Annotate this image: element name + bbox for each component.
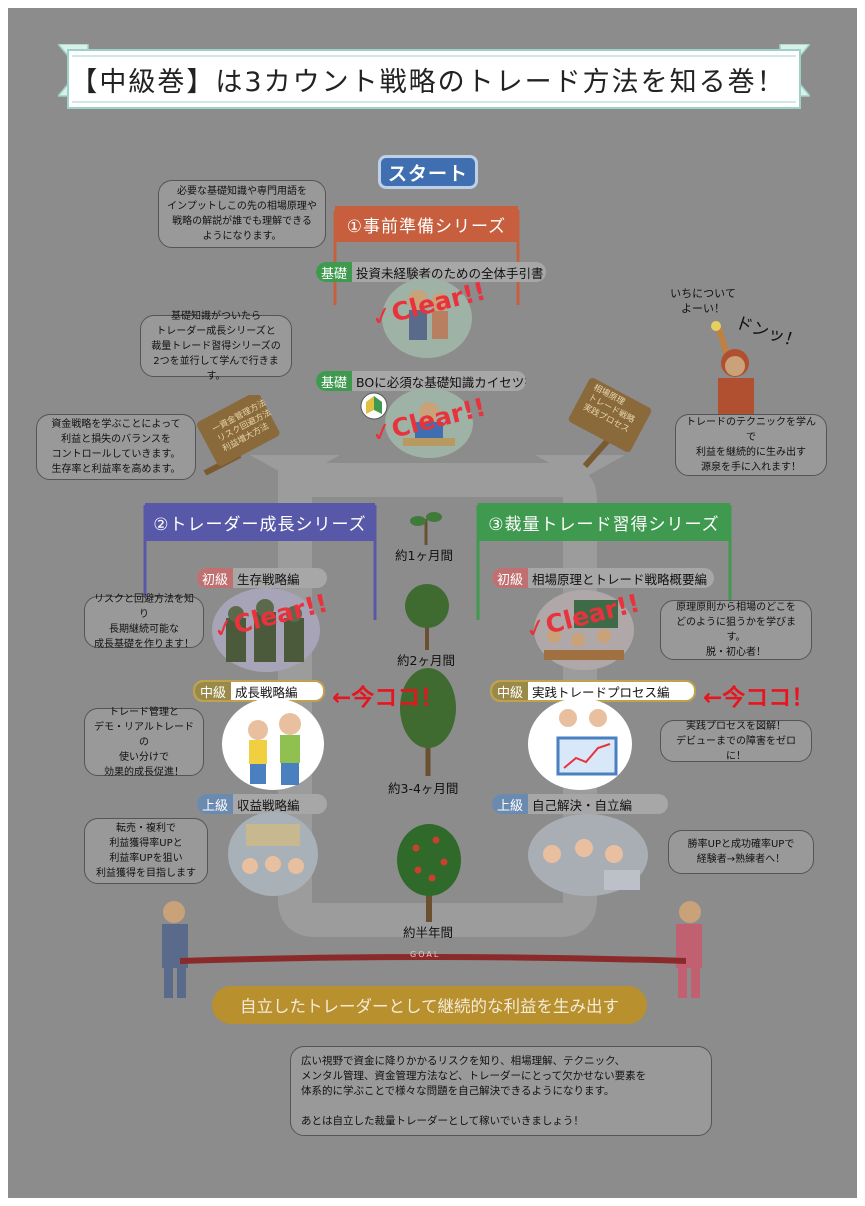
bubble-basics-done: 基礎知識がついたら トレーダー成長シリーズと 裁量トレード習得シリーズの 2つを…	[140, 311, 292, 382]
beginner-mark-icon	[360, 392, 388, 420]
growth-series-header: ②トレーダー成長シリーズ	[145, 503, 375, 541]
level-tag: 初級	[197, 568, 234, 588]
level-tag: 基礎	[316, 262, 353, 282]
tree-icon-fruit	[397, 824, 461, 922]
level-text: 収益戦略編	[237, 797, 300, 813]
goal-tape	[180, 954, 686, 964]
level-basic-2: 基礎 BOに必須な基礎知識カイセツ書	[316, 371, 526, 391]
growth-series-title: ②トレーダー成長シリーズ	[153, 514, 367, 535]
now-here-discretion: ←今ココ！	[703, 685, 815, 711]
people-illustration	[242, 824, 304, 874]
level-tag: 上級	[492, 794, 529, 814]
prep-series-header: ①事前準備シリーズ	[335, 206, 518, 242]
level-text: 実践トレードプロセス編	[532, 684, 670, 700]
illustration-profit	[228, 812, 318, 896]
illustration-growth-active	[222, 698, 324, 790]
discretion-series-header: ③裁量トレード習得シリーズ	[478, 503, 730, 541]
people-illustration	[403, 402, 455, 446]
tree-icon-grown	[400, 668, 456, 776]
goal-result-text: 自立したトレーダーとして継続的な利益を生み出す	[239, 997, 619, 1016]
level-tag: 中級	[195, 682, 232, 700]
level-growth-beginner: 初級 生存戦略編	[197, 568, 327, 588]
illustration-classroom	[534, 590, 634, 670]
goal-tape-label: GOAL	[410, 950, 441, 959]
bubble-intro: 必要な基礎知識や専門用語を インプットしこの先の相場原理や 戦略の解説が誰でも理…	[158, 180, 326, 248]
illustration-beginners	[382, 278, 472, 358]
flow-path-bottom	[278, 898, 597, 937]
period-3: 約3-4ヶ月間	[388, 781, 459, 796]
illustration-process-active	[528, 698, 632, 790]
bubble-money-management: 資金戦略を学ぶことによって 利益と損失のバランスを コントロールしていきます。 …	[36, 414, 196, 480]
starter-character	[711, 321, 754, 418]
level-text: 生存戦略編	[237, 571, 300, 587]
level-text: 成長戦略編	[235, 684, 298, 700]
bubble-resale: 転売・複利で 利益獲得率UPと 利益率UPを狙い 利益獲得を目指します	[84, 818, 208, 884]
bubble-process: 実践プロセスを図解！ デビューまでの障害をゼロに！	[660, 720, 812, 762]
level-text: 投資未経験者のための全体手引書	[356, 265, 544, 281]
start-badge: スタート	[378, 155, 478, 189]
people-illustration	[556, 709, 618, 776]
level-disc-beginner: 初級 相場原理とトレード戦略概要編	[492, 568, 714, 588]
tree-icon-sprout	[410, 512, 442, 545]
period-4: 約半年間	[403, 925, 454, 940]
sign-board-right	[568, 378, 652, 468]
bubble-trade-management: トレード管理と デモ・リアルトレードの 使い分けで 効果的成長促進！	[84, 707, 204, 778]
illustration-self-solve	[528, 814, 648, 896]
people-illustration	[408, 290, 449, 340]
character-line-1: いちについて よーい！	[670, 287, 736, 315]
level-text: 相場原理とトレード戦略概要編	[532, 571, 708, 587]
people-illustration	[248, 713, 301, 785]
discretion-series-title: ③裁量トレード習得シリーズ	[488, 514, 720, 535]
now-here-growth: ←今ココ！	[332, 685, 444, 711]
level-text: 自己解決・自立編	[532, 797, 633, 813]
illustration-study	[385, 388, 473, 458]
level-tag: 初級	[492, 568, 529, 588]
period-2: 約2ヶ月間	[397, 653, 455, 668]
banner-title: 【中級巻】は3カウント戦略のトレード方法を知る巻！	[70, 66, 786, 98]
prep-series-title: ①事前準備シリーズ	[346, 216, 507, 237]
bubble-technique: トレードのテクニックを学んで 利益を継続的に生み出す 源泉を手に入れます！	[675, 414, 827, 476]
tree-icon-young	[405, 584, 449, 650]
people-illustration	[544, 600, 624, 660]
level-tag: 中級	[492, 682, 529, 700]
level-basic-1: 基礎 投資未経験者のための全体手引書	[316, 262, 546, 282]
sign-board-left	[197, 395, 280, 475]
arrow-left	[250, 455, 340, 480]
bubble-principle: 原理原則から相場のどこを どのように狙うかを学びます。 脱・初心者！	[660, 600, 812, 660]
goal-result-banner: 自立したトレーダーとして継続的な利益を生み出す	[212, 986, 647, 1024]
level-tag: 上級	[197, 794, 234, 814]
level-text: BOに必須な基礎知識カイセツ書	[356, 374, 526, 390]
bubble-win-rate: 勝率UPと成功確率UPで 経験者→熟練者へ！	[668, 830, 814, 874]
banner-ribbon	[58, 44, 810, 109]
start-label: スタート	[387, 162, 468, 185]
arrow-right	[535, 455, 625, 480]
bubble-final: 広い視野で資金に降りかかるリスクを知り、相場理解、テクニック、 メンタル管理、資…	[290, 1046, 712, 1136]
illustration-soldiers	[212, 588, 320, 672]
people-illustration	[226, 599, 304, 662]
level-growth-advanced: 上級 収益戦略編	[197, 794, 327, 814]
level-tag: 基礎	[316, 371, 353, 391]
people-illustration	[543, 839, 640, 890]
level-disc-advanced: 上級 自己解決・自立編	[492, 794, 668, 814]
period-1: 約1ヶ月間	[395, 548, 453, 563]
bubble-risk: リスクと回避方法を知り 長期継続可能な 成長基礎を作ります！	[84, 594, 204, 650]
